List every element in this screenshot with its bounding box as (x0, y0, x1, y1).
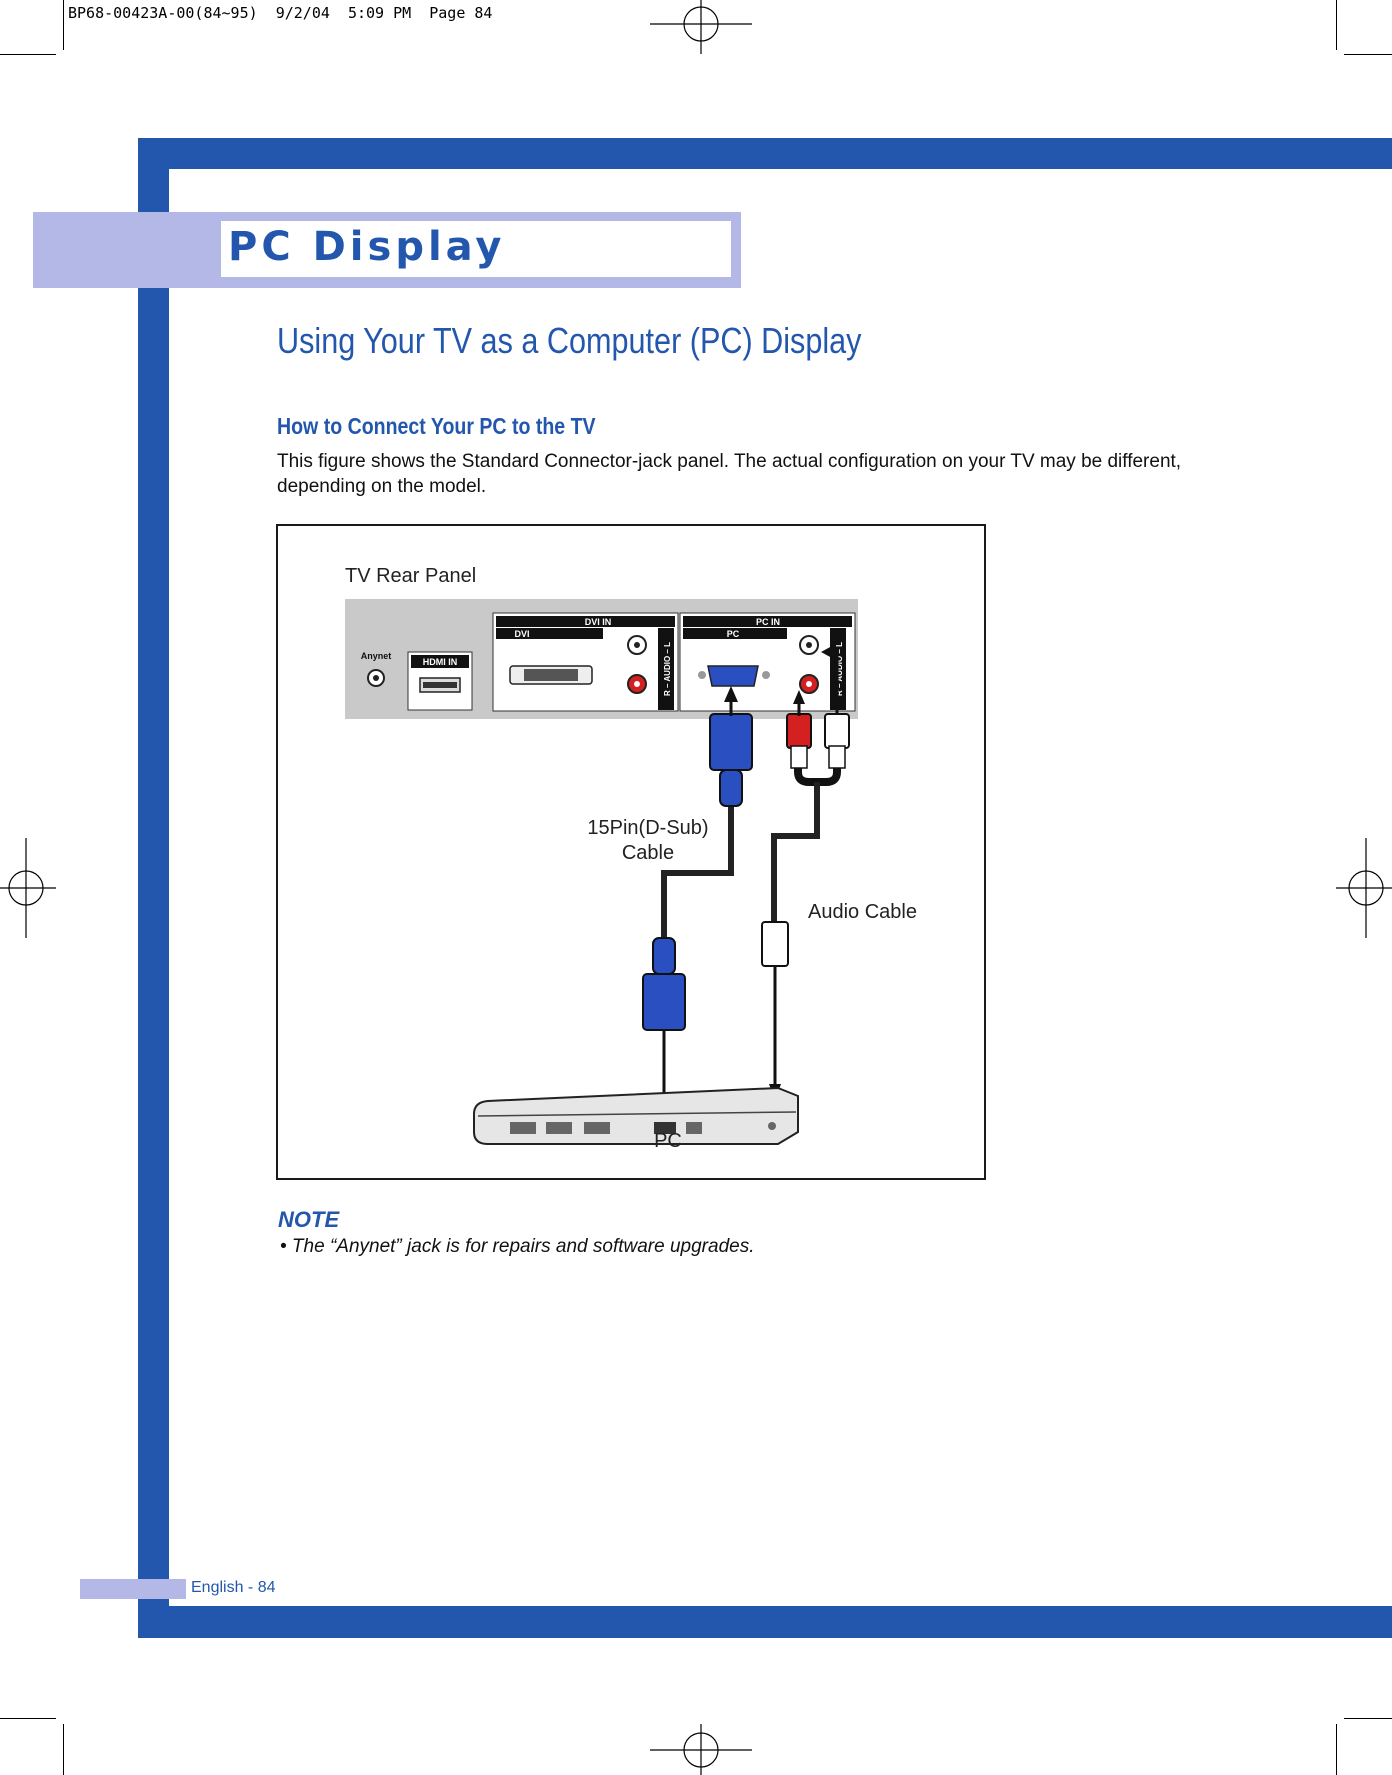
crop-mark (1336, 1724, 1337, 1775)
print-meta: BP68-00423A-00(84~95) 9/2/04 5:09 PM Pag… (68, 4, 493, 22)
registration-mark-left (0, 838, 56, 938)
audio-plug-pc (761, 921, 789, 967)
panel-pc-in-label: PC IN (756, 617, 780, 627)
crop-mark (0, 1718, 56, 1719)
audio-cable-label: Audio Cable (808, 901, 917, 923)
note-heading: NOTE (278, 1207, 340, 1232)
tv-rear-panel-label: TV Rear Panel (345, 565, 477, 587)
page-frame-bottom (138, 1606, 1392, 1638)
note-item: • The “Anynet” jack is for repairs and s… (280, 1236, 755, 1257)
pc-vga-port (707, 665, 759, 687)
crop-mark (63, 0, 64, 50)
pc-label: PC (654, 1130, 682, 1152)
page-frame-top (138, 138, 1392, 169)
page-number: English - 84 (191, 1579, 276, 1596)
panel-pc-label: PC (727, 629, 740, 639)
panel-pc-audio-label: R – AUDIO – L (835, 642, 844, 696)
registration-mark-right (1336, 838, 1392, 938)
crop-mark (1344, 1718, 1392, 1719)
panel-dvi-label: DVI (514, 629, 529, 639)
footer-band (80, 1579, 186, 1599)
intro-paragraph: This figure shows the Standard Connector… (277, 451, 1182, 497)
registration-mark-bottom (650, 1724, 752, 1775)
crop-mark (0, 54, 56, 55)
section-title: PC Display (228, 224, 506, 270)
crop-mark (1344, 54, 1392, 55)
vga-cable-label-line2: Cable (621, 842, 675, 864)
panel-hdmi-label: HDMI IN (423, 657, 458, 667)
connection-diagram-art: Anynet HDMI IN DVI IN DVI R – AUDIO – L … (345, 599, 858, 1145)
vga-cable (661, 786, 734, 946)
audio-plug-white (824, 713, 850, 749)
panel-dvi-audio-label: R – AUDIO – L (663, 642, 672, 696)
page-heading: Using Your TV as a Computer (PC) Display (277, 320, 862, 361)
section-title-box (221, 221, 731, 277)
panel-dvi-in-label: DVI IN (585, 617, 612, 627)
vga-cable-label-line1: 15Pin(D-Sub) (587, 817, 709, 839)
panel-anynet-label: Anynet (361, 651, 392, 661)
connection-diagram: Anynet HDMI IN DVI IN DVI R – AUDIO – L … (276, 524, 986, 1180)
audio-plug-red (786, 713, 812, 749)
crop-mark (1336, 0, 1337, 50)
crop-mark (63, 1724, 64, 1775)
registration-mark-top (650, 0, 752, 54)
sub-heading: How to Connect Your PC to the TV (277, 413, 596, 439)
vga-plug-tv (709, 713, 753, 771)
vga-plug-pc (642, 973, 686, 1031)
page-frame-left (138, 138, 169, 1638)
